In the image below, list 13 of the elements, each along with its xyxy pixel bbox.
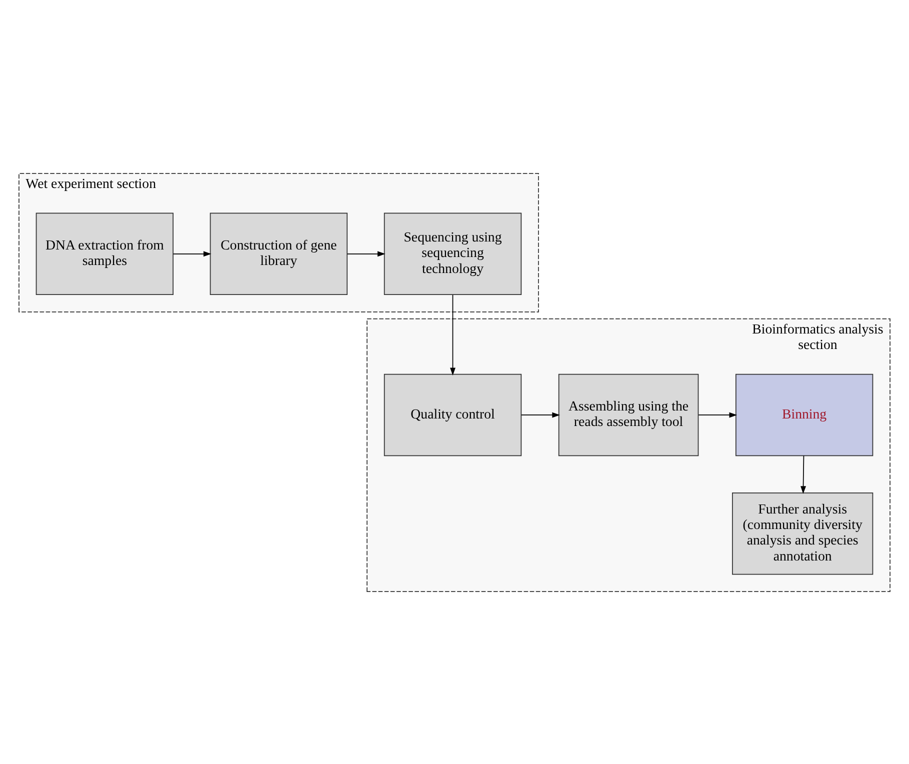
node-box: Assembling using the reads assembly tool — [558, 373, 699, 456]
arrow — [800, 454, 806, 494]
arrow — [521, 412, 560, 418]
node-box: Binning — [735, 373, 874, 456]
arrow — [172, 250, 212, 256]
arrow — [698, 412, 738, 418]
node-box: Sequencing using sequencing technology — [384, 212, 522, 295]
node-box: DNA extraction from samples — [36, 212, 174, 295]
arrow — [450, 294, 456, 375]
arrow — [346, 250, 386, 256]
node-box: Further analysis (community diversity analysis and species annotation — [732, 492, 874, 574]
node-box: Quality control — [384, 373, 522, 456]
node-box: Construction of gene library — [210, 212, 348, 295]
